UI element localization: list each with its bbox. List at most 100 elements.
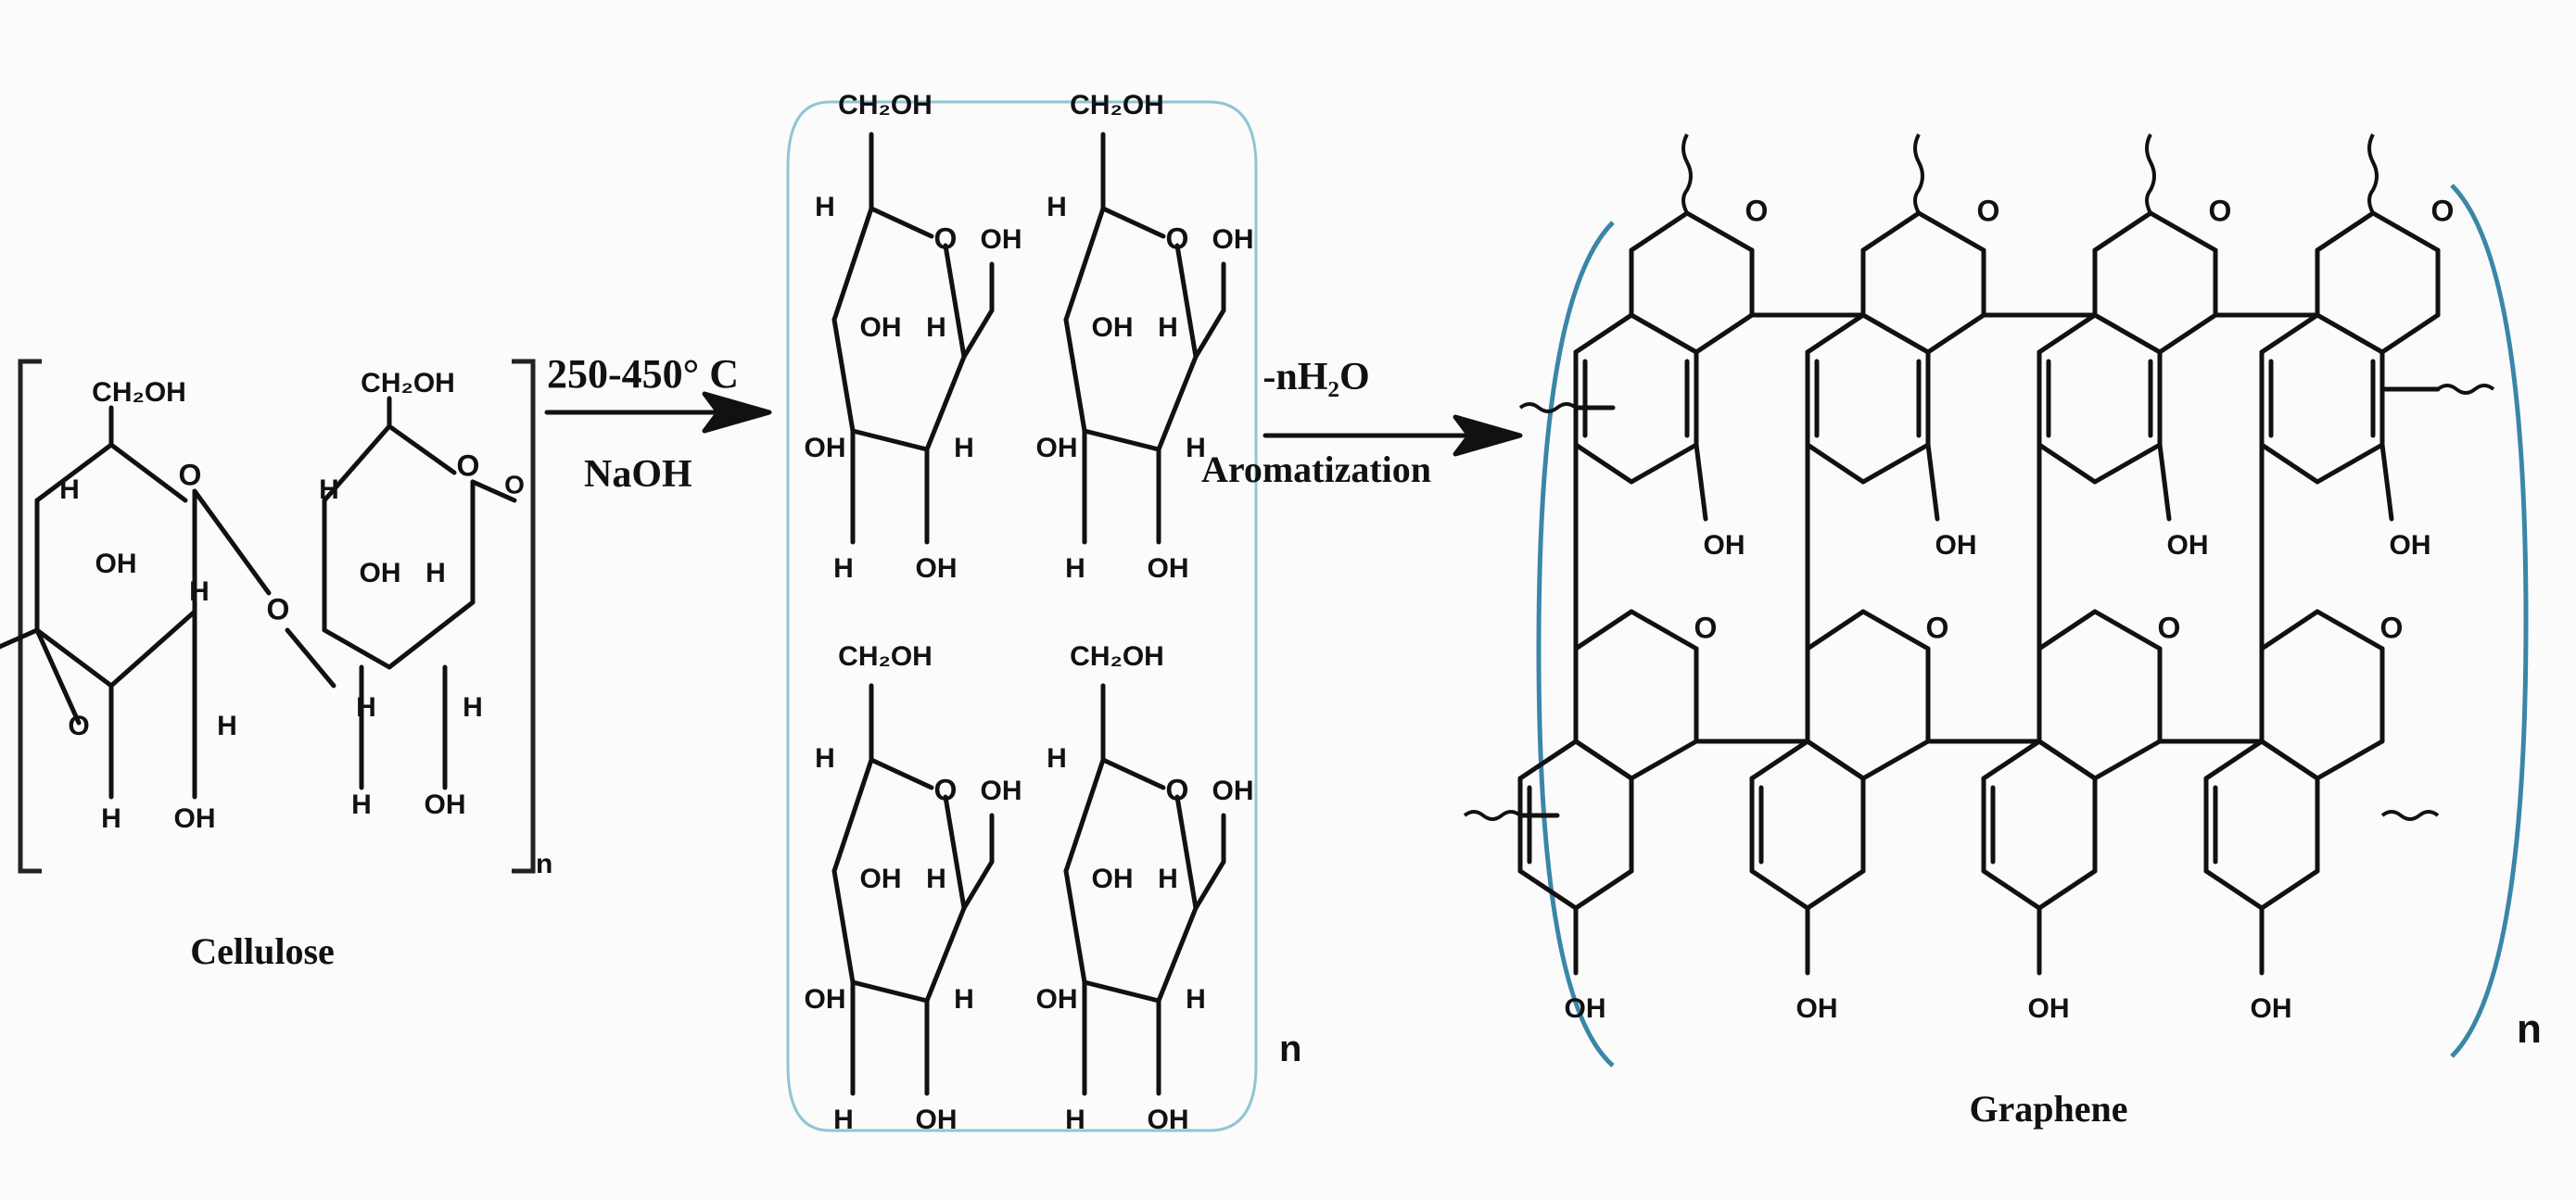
glucose-bottom-left-oh: OH: [805, 984, 846, 1015]
glucose-bottom-left-ch2oh: CH₂OH: [838, 641, 933, 672]
glucose-top-right-h: H: [1158, 312, 1178, 343]
graphene-bottom-pyran-3-bond: [2259, 609, 2320, 651]
step2-condition-dehydration: -nH₂O: [1263, 356, 1369, 398]
graphene-right-wavy-bottom: [2380, 810, 2440, 821]
graphene-bottom-arene-2-bond: [2037, 868, 2098, 911]
graphene-bottom-pyran-1-oxygen: O: [1926, 611, 1949, 644]
graphene-top-arene-3-bond: [2259, 312, 2320, 355]
graphene-top-wavy-0: [1681, 133, 1693, 214]
glucose-bottom-left-bond: [961, 859, 995, 911]
glucose-top-left-oh: OH: [981, 224, 1022, 255]
graphene-left-wavy-bottom: [1463, 810, 1522, 821]
glucose-top-left-oh: OH: [916, 553, 958, 584]
cellulose-ring1-bond: [34, 627, 82, 726]
glucose-bottom-right-ch2oh: CH₂OH: [1070, 641, 1164, 672]
cellulose-ring2-bond: [322, 423, 392, 503]
graphene-top-arene-0-bond: [1629, 312, 1699, 355]
graphene-top-pyran-0-bond: [1684, 210, 1755, 253]
cellulose-ring2-oh: OH: [360, 558, 401, 588]
cellulose-repeat-n: n: [536, 849, 552, 879]
glucose-top-right-bond: [1174, 243, 1199, 360]
step1-condition-base: NaOH: [584, 453, 692, 496]
glucose-enclosure: [786, 100, 1258, 1132]
graphene-bottom-pyran-0-oxygen: O: [1694, 611, 1718, 644]
step1-arrow-head: [702, 391, 772, 434]
cellulose-ring2-bond: [470, 479, 517, 503]
graphene-top-pyran-3-bond: [2315, 210, 2376, 253]
graphene-top-oh-bond-3: [2379, 442, 2394, 522]
glucose-top-right-oh: OH: [1036, 433, 1078, 463]
glucose-bottom-right-h: H: [1186, 984, 1206, 1015]
graphene-bottom-arene-3-bond: [2203, 739, 2265, 781]
cellulose-ring2-bond: [387, 600, 476, 670]
cellulose-ring1-h: H: [217, 711, 237, 741]
glucose-bottom-left-bond: [831, 757, 874, 874]
graphene-bottom-arene-2-bond: [2037, 739, 2098, 781]
graphene-top-pyran-3-oxygen: O: [2431, 194, 2455, 227]
glucose-top-right-bond: [1063, 206, 1106, 322]
glucose-top-right-bond: [1082, 428, 1161, 452]
glucose-top-right-ring-oxygen: O: [1166, 221, 1189, 255]
cellulose-ring2-h: H: [319, 474, 339, 505]
graphene-top-pyran-3-bond: [2379, 312, 2441, 355]
graphene-bottom-pyran-1-bond: [1860, 609, 1931, 651]
cellulose-ring1-bond: [0, 627, 40, 650]
glucose-bottom-left-h: H: [926, 864, 946, 894]
cellulose-ring1-ch2oh: CH₂OH: [92, 377, 186, 408]
graphene-top-arene-0-bond: [1573, 442, 1634, 485]
glucose-bottom-right-h: H: [1158, 864, 1178, 894]
glucose-bottom-left-bond: [869, 757, 934, 790]
glucose-bottom-right-bond: [1174, 794, 1199, 911]
graphene-top-arene-1-bond: [1860, 312, 1931, 355]
graphene-bottom-pyran-2-bond: [2037, 609, 2098, 651]
glucose-top-right-bond: [1156, 354, 1199, 452]
graphene-bottom-arene-0-bond: [1573, 868, 1634, 911]
cellulose-ring2-h: H: [425, 558, 446, 588]
cellulose-ring1-h: H: [189, 576, 209, 607]
glucose-top-right-h: H: [1065, 553, 1085, 584]
graphene-top-arene-1-bond: [1805, 442, 1866, 485]
cellulose-ring1-oxygen: O: [68, 711, 89, 741]
cellulose-ring1-h: H: [59, 474, 80, 505]
graphene-bracket-right: [2450, 183, 2529, 1058]
glucose-top-left-oh: OH: [860, 312, 902, 343]
glucose-repeat-n: n: [1279, 1029, 1301, 1069]
glucose-top-left-ring-oxygen: O: [934, 221, 958, 255]
glucose-bottom-right-bond: [1063, 868, 1087, 985]
graphene-top-arene-1-bond: [1860, 442, 1931, 485]
cellulose-glycosidic-oxygen: O: [267, 592, 290, 625]
glucose-top-left-bond: [831, 317, 856, 434]
cellulose-ring2-oxygen: O: [457, 448, 480, 482]
graphene-bottom-pyran-3-bond: [2315, 609, 2385, 651]
graphene-top-arene-2-bond: [2092, 312, 2163, 355]
graphene-bracket-left: [1536, 221, 1615, 1067]
graphene-top-arene-0-bond: [1629, 442, 1699, 485]
graphene-bottom-pyran-3-bond: [2315, 739, 2385, 781]
graphene-top-pyran-1-bond: [1860, 210, 1922, 253]
graphene-bottom-arene-0-bond: [1517, 868, 1579, 911]
graphene-top-oh-0: OH: [1704, 530, 1745, 561]
graphene-top-oh-bond-2: [2157, 442, 2172, 522]
glucose-bottom-left-h: H: [833, 1105, 854, 1135]
graphene-bottom-arene-3-bond: [2259, 739, 2320, 781]
glucose-top-left-h: H: [954, 433, 974, 463]
graphene-bottom-arene-1-bond: [1749, 868, 1810, 911]
glucose-top-left-bond: [924, 354, 967, 452]
graphene-top-pyran-3-bond: [2370, 210, 2441, 253]
graphene-repeat-n: n: [2517, 1006, 2542, 1052]
cellulose-bracket-right: [512, 359, 536, 874]
graphene-bottom-oh-0: OH: [1565, 993, 1606, 1024]
glucose-bottom-right-ring-oxygen: O: [1166, 773, 1189, 806]
graphene-top-pyran-2-oxygen: O: [2209, 194, 2232, 227]
cellulose-label: Cellulose: [190, 930, 335, 972]
graphene-bottom-arene-1-bond: [1805, 868, 1866, 911]
glucose-top-left-bond: [943, 243, 967, 360]
graphene-right-wavy-top: [2436, 384, 2495, 395]
graphene-bottom-pyran-2-bond: [2092, 739, 2163, 781]
graphene-top-arene-2-bond: [2037, 312, 2098, 355]
graphene-bottom-arene-0-bond: [1517, 739, 1579, 781]
graphene-top-pyran-2-bond: [2092, 210, 2153, 253]
glucose-top-right-oh: OH: [1092, 312, 1134, 343]
